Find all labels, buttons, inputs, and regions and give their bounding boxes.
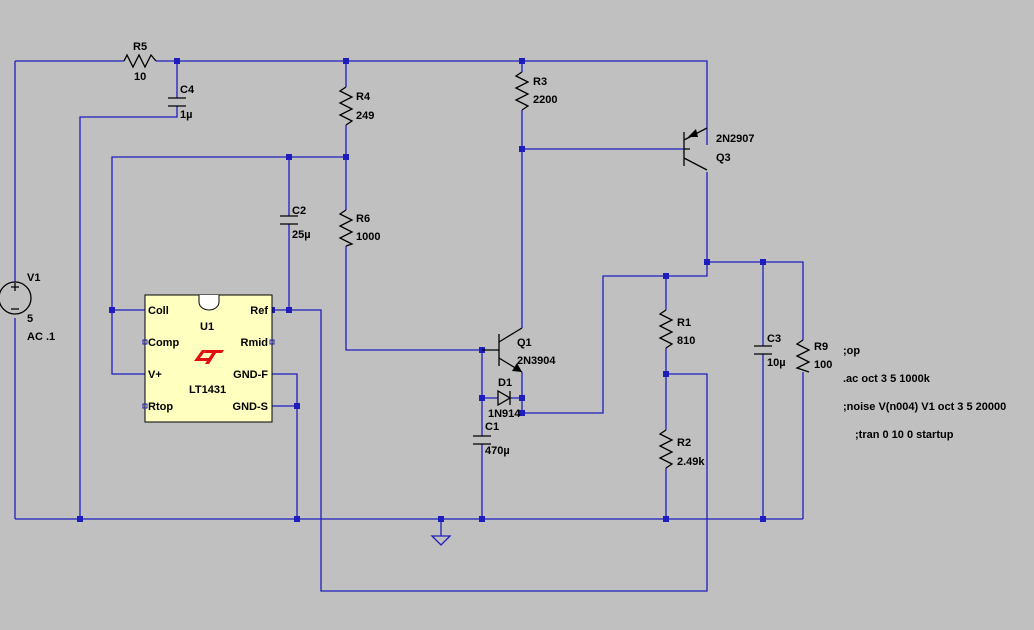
c4-value: 1µ bbox=[180, 109, 192, 121]
c3-value: 10µ bbox=[767, 357, 786, 369]
wires bbox=[14, 60, 804, 592]
resistor-r4[interactable]: R4 249 bbox=[338, 86, 374, 126]
v1-value: 5 bbox=[27, 313, 33, 325]
resistor-r6[interactable]: R6 1000 bbox=[338, 209, 380, 247]
c2-value: 25µ bbox=[292, 229, 311, 241]
u1-pin-rtop: Rtop bbox=[148, 401, 173, 413]
v1-ac: AC .1 bbox=[27, 331, 55, 343]
r6-value: 1000 bbox=[356, 231, 380, 243]
r4-value: 249 bbox=[356, 110, 374, 122]
transistor-q1[interactable]: Q1 2N3904 bbox=[482, 327, 556, 373]
spice-directives: ;op .ac oct 3 5 1000k ;noise V(n004) V1 … bbox=[843, 345, 1006, 441]
r5-name: R5 bbox=[133, 41, 147, 53]
r4-name: R4 bbox=[356, 91, 371, 103]
u1-name: U1 bbox=[200, 321, 214, 333]
resistor-r9[interactable]: R9 100 bbox=[795, 339, 832, 373]
r9-name: R9 bbox=[814, 341, 828, 353]
transistor-q3[interactable]: 2N2907 Q3 bbox=[683, 127, 755, 171]
capacitor-c2[interactable]: C2 25µ bbox=[280, 205, 311, 241]
resistor-r1[interactable]: R1 810 bbox=[658, 309, 695, 349]
r3-name: R3 bbox=[533, 76, 547, 88]
junctions bbox=[77, 58, 766, 522]
u1-pin-ref: Ref bbox=[250, 305, 268, 317]
u1-pin-comp: Comp bbox=[148, 337, 179, 349]
directive-ac[interactable]: .ac oct 3 5 1000k bbox=[843, 373, 931, 385]
u1-part: LT1431 bbox=[189, 384, 226, 396]
r1-value: 810 bbox=[677, 335, 695, 347]
r3-value: 2200 bbox=[533, 94, 557, 106]
d1-model: 1N914 bbox=[488, 408, 521, 420]
capacitor-c1[interactable]: C1 470µ bbox=[473, 421, 510, 457]
q1-model: 2N3904 bbox=[517, 355, 556, 367]
r6-name: R6 bbox=[356, 213, 370, 225]
capacitor-c4[interactable]: C4 1µ bbox=[168, 84, 195, 121]
c2-name: C2 bbox=[292, 205, 306, 217]
lt-logo-icon bbox=[194, 350, 224, 364]
q3-name: Q3 bbox=[716, 152, 731, 164]
ic-u1[interactable]: U1 LT1431 Coll Comp V+ Rtop Ref Rmid GND… bbox=[142, 294, 275, 423]
c1-name: C1 bbox=[485, 421, 499, 433]
diode-d1[interactable]: D1 1N914 bbox=[488, 377, 521, 420]
voltage-source-v1[interactable]: V1 5 AC .1 bbox=[0, 272, 55, 343]
v1-name: V1 bbox=[27, 272, 40, 284]
r2-value: 2.49k bbox=[677, 456, 705, 468]
u1-pin-gndf: GND-F bbox=[233, 369, 268, 381]
c1-value: 470µ bbox=[485, 445, 510, 457]
q3-model: 2N2907 bbox=[716, 133, 755, 145]
r2-name: R2 bbox=[677, 437, 691, 449]
r1-name: R1 bbox=[677, 317, 691, 329]
directive-noise[interactable]: ;noise V(n004) V1 oct 3 5 20000 bbox=[843, 401, 1006, 413]
u1-pin-rmid: Rmid bbox=[241, 337, 269, 349]
d1-name: D1 bbox=[498, 377, 512, 389]
u1-pin-vplus: V+ bbox=[148, 369, 162, 381]
r9-value: 100 bbox=[814, 359, 832, 371]
resistor-r3[interactable]: R3 2200 bbox=[514, 71, 557, 111]
directive-tran[interactable]: ;tran 0 10 0 startup bbox=[855, 429, 954, 441]
capacitor-c3[interactable]: C3 10µ bbox=[754, 333, 786, 369]
directive-op[interactable]: ;op bbox=[843, 345, 860, 357]
r5-value: 10 bbox=[134, 71, 146, 83]
q1-name: Q1 bbox=[517, 337, 532, 349]
u1-pin-coll: Coll bbox=[148, 305, 169, 317]
c3-name: C3 bbox=[767, 333, 781, 345]
c4-name: C4 bbox=[180, 84, 195, 96]
resistor-r2[interactable]: R2 2.49k bbox=[658, 429, 705, 469]
resistor-r5[interactable]: R5 10 bbox=[123, 41, 157, 83]
u1-pin-gnds: GND-S bbox=[233, 401, 268, 413]
